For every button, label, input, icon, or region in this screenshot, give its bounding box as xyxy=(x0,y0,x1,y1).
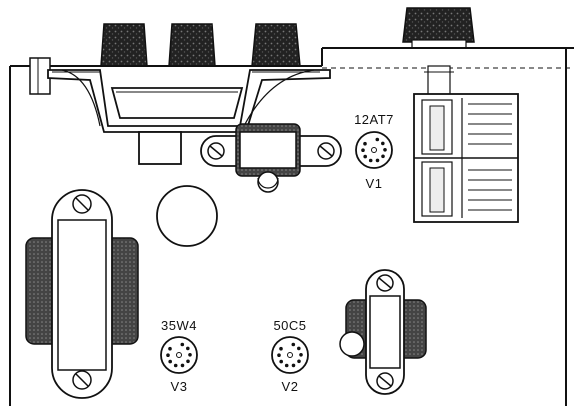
socket-pin xyxy=(381,141,385,146)
socket-pin xyxy=(186,359,190,364)
socket-pin xyxy=(284,363,289,368)
socket-pin xyxy=(375,158,380,163)
socket-pin xyxy=(279,346,283,351)
tube-socket-v1: 12AT7 V1 xyxy=(354,112,394,191)
socket-pins xyxy=(166,342,192,368)
tube-type-label-v3: 35W4 xyxy=(161,318,197,333)
socket-pin xyxy=(180,363,185,368)
knob-volume xyxy=(100,23,148,67)
knob-tone xyxy=(251,23,301,67)
knob-band xyxy=(402,7,475,49)
mounting-bracket xyxy=(29,57,51,95)
socket-pin xyxy=(363,141,367,146)
socket-center xyxy=(287,352,293,358)
socket-pin xyxy=(299,353,303,357)
socket-pin xyxy=(186,346,190,351)
socket-pin xyxy=(291,363,296,368)
tube-type-label-v1: 12AT7 xyxy=(354,112,394,127)
socket-pin xyxy=(361,148,365,152)
socket-pin xyxy=(297,346,301,351)
tube-ref-label-v3: V3 xyxy=(171,379,188,394)
socket-pin xyxy=(168,346,172,351)
tube-socket-v3: 35W4 V3 xyxy=(160,318,198,394)
socket-pin xyxy=(383,148,387,152)
socket-center xyxy=(371,147,377,153)
tube-type-label-v2: 50C5 xyxy=(273,318,306,333)
knob-tuning xyxy=(168,23,216,67)
filter-capacitor xyxy=(156,185,218,247)
variable-capacitor xyxy=(413,65,519,223)
tube-socket-v2: 50C5 V2 xyxy=(271,318,309,394)
socket-center xyxy=(176,352,182,358)
output-transformer xyxy=(200,123,342,193)
filter-choke xyxy=(339,269,427,395)
socket-pin xyxy=(279,359,284,364)
tube-ref-label-v2: V2 xyxy=(282,379,299,394)
socket-pin xyxy=(381,154,385,159)
socket-pin xyxy=(297,359,301,364)
socket-pin xyxy=(277,353,281,358)
speaker-frame xyxy=(47,69,331,165)
socket-pin xyxy=(168,359,172,364)
socket-pin xyxy=(188,353,192,357)
socket-pins xyxy=(361,137,387,163)
socket-pins xyxy=(277,342,303,368)
socket-pin xyxy=(375,137,380,142)
power-transformer xyxy=(25,189,139,399)
socket-pin xyxy=(363,154,368,159)
socket-pin xyxy=(291,342,296,347)
socket-pin xyxy=(368,158,373,163)
socket-pin xyxy=(180,342,185,347)
socket-pin xyxy=(173,363,178,368)
tube-ref-label-v1: V1 xyxy=(366,176,383,191)
socket-pin xyxy=(166,353,170,358)
